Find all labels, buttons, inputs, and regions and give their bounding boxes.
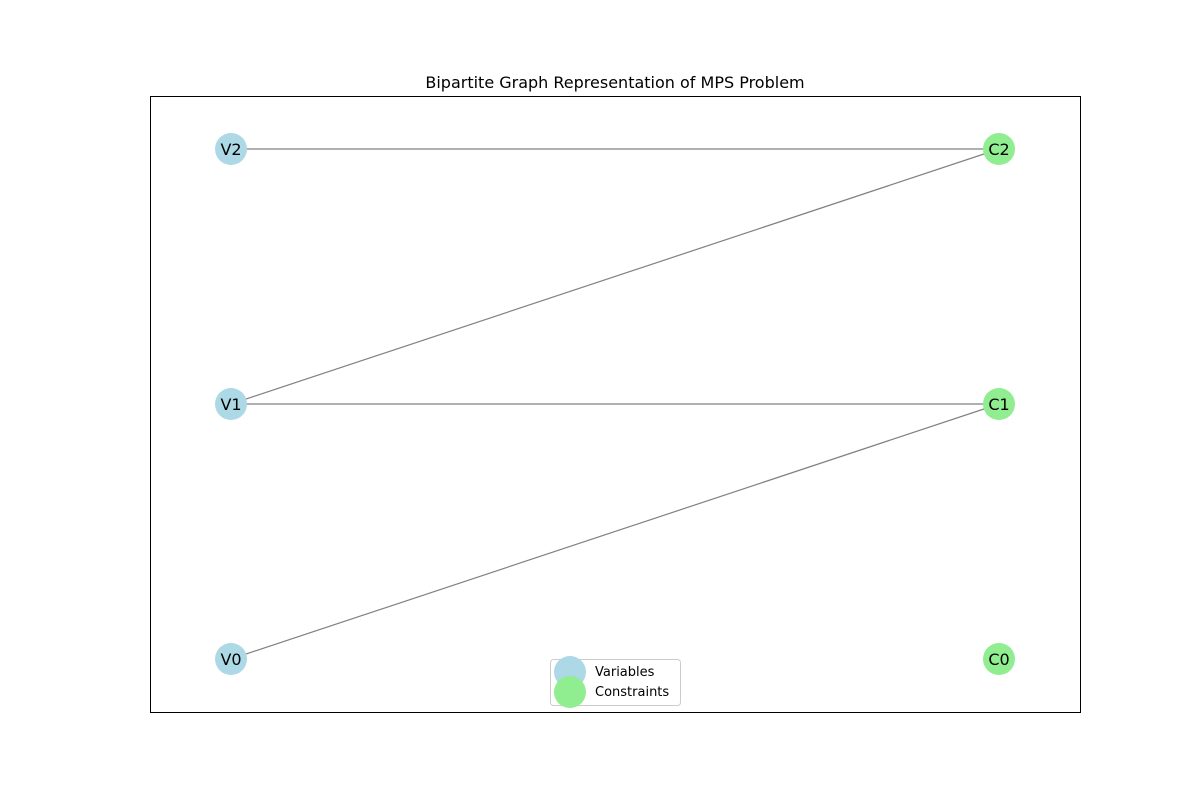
node-label-c1: C1 bbox=[988, 395, 1009, 414]
node-circle-c1 bbox=[983, 388, 1015, 420]
node-v1: V1 bbox=[215, 388, 247, 420]
node-v0: V0 bbox=[215, 643, 247, 675]
node-c0: C0 bbox=[983, 643, 1015, 675]
legend-item-constraints: Constraints bbox=[554, 676, 669, 708]
node-circle-v2 bbox=[215, 133, 247, 165]
edge-v1-c2 bbox=[230, 148, 1000, 405]
legend-label-constraints: Constraints bbox=[595, 685, 669, 700]
edges-layer bbox=[230, 148, 1000, 660]
node-circle-c2 bbox=[983, 133, 1015, 165]
edge-v0-c1 bbox=[230, 403, 1000, 660]
node-label-v2: V2 bbox=[220, 140, 241, 159]
node-label-v1: V1 bbox=[220, 395, 241, 414]
node-circle-v1 bbox=[215, 388, 247, 420]
node-c1: C1 bbox=[983, 388, 1015, 420]
node-c2: C2 bbox=[983, 133, 1015, 165]
legend-label-variables: Variables bbox=[595, 665, 655, 680]
node-label-v0: V0 bbox=[220, 650, 241, 669]
node-circle-c0 bbox=[983, 643, 1015, 675]
figure-title: Bipartite Graph Representation of MPS Pr… bbox=[425, 73, 804, 92]
legend-marker-constraints bbox=[554, 676, 586, 708]
node-v2: V2 bbox=[215, 133, 247, 165]
plot-frame bbox=[150, 96, 1081, 713]
node-label-c2: C2 bbox=[988, 140, 1009, 159]
node-label-c0: C0 bbox=[988, 650, 1009, 669]
node-circle-v0 bbox=[215, 643, 247, 675]
